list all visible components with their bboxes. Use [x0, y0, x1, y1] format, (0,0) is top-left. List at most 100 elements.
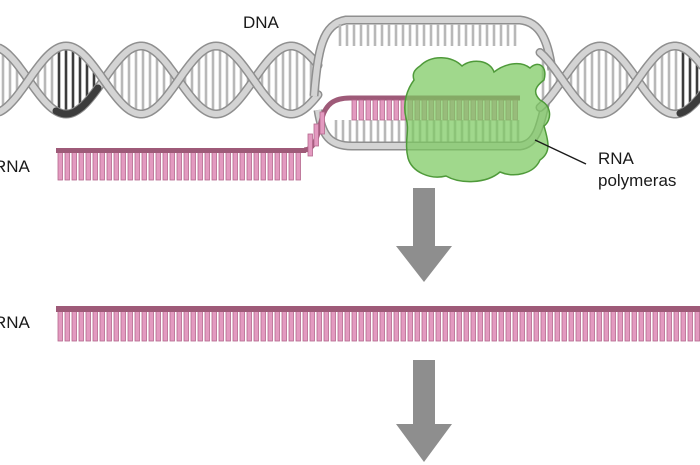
rna-nucleotide: [106, 151, 112, 181]
rna-nucleotide: [435, 310, 441, 342]
rna-nucleotide: [295, 310, 301, 342]
rna-backbone: [56, 148, 306, 153]
rna-nucleotide: [246, 310, 252, 342]
rna-nucleotide: [176, 310, 182, 342]
rna-nucleotide: [414, 310, 420, 342]
rna-nucleotide: [547, 310, 553, 342]
rna-nucleotide: [288, 310, 294, 342]
rna-nucleotide: [344, 310, 350, 342]
dna-backbone: [537, 43, 700, 118]
rna-nucleotide: [386, 310, 392, 342]
rna-nucleotide: [526, 310, 532, 342]
rna-nucleotide: [498, 310, 504, 342]
rna-nucleotide: [484, 310, 490, 342]
rna-nucleotide: [316, 310, 322, 342]
rna-nucleotide: [295, 151, 301, 181]
rna-nucleotide: [141, 310, 147, 342]
rna-nucleotide: [659, 310, 665, 342]
polymerase-label-line2: polymeras: [598, 171, 676, 190]
rna-nucleotide: [246, 151, 252, 181]
rna-nucleotide: [239, 310, 245, 342]
rna-nucleotide: [323, 310, 329, 342]
rna-nucleotide: [519, 310, 525, 342]
rna-nucleotide: [575, 310, 581, 342]
rna-nucleotide: [470, 310, 476, 342]
rna-nucleotide: [113, 151, 119, 181]
rna-nucleotide: [183, 310, 189, 342]
rna-nucleotide: [393, 310, 399, 342]
rna-nucleotide: [512, 310, 518, 342]
rna-nucleotide: [687, 310, 693, 342]
rna-nucleotide: [204, 151, 210, 181]
rna-nucleotide: [127, 151, 133, 181]
rna-nucleotide: [281, 151, 287, 181]
rna-nucleotide: [319, 111, 325, 135]
rna-top-label: RNA: [0, 157, 31, 176]
rna-nucleotide: [463, 310, 469, 342]
rna-nucleotide: [253, 310, 259, 342]
rna-nucleotide: [288, 151, 294, 181]
rna-nucleotide: [302, 310, 308, 342]
rna-nucleotide: [267, 310, 273, 342]
rna-nucleotide: [491, 310, 497, 342]
dna-dark-backbone: [676, 91, 700, 117]
rna-nucleotide: [211, 151, 217, 181]
rna-nucleotide: [337, 310, 343, 342]
rna-nucleotide: [155, 151, 161, 181]
rna-nucleotide: [120, 310, 126, 342]
rna-nucleotide: [358, 99, 364, 121]
rna-nucleotide: [92, 310, 98, 342]
rna-nucleotide: [442, 310, 448, 342]
rna-nucleotide: [351, 310, 357, 342]
rna-nucleotide: [253, 151, 259, 181]
rna-nucleotide: [176, 151, 182, 181]
rna-nucleotide: [540, 310, 546, 342]
rna-nucleotide: [330, 310, 336, 342]
dna-backbone: [311, 17, 555, 97]
rna-nucleotide: [232, 310, 238, 342]
rna-nucleotide: [162, 310, 168, 342]
rna-nucleotide: [218, 310, 224, 342]
rna-nucleotide: [428, 310, 434, 342]
rna-nucleotide: [92, 151, 98, 181]
rna-nucleotide: [85, 151, 91, 181]
rna-nucleotide: [78, 151, 84, 181]
dna-label: DNA: [243, 13, 280, 32]
dna-backbone: [537, 42, 700, 117]
rna-nucleotide: [477, 310, 483, 342]
rna-nucleotide: [134, 310, 140, 342]
rna-nucleotide: [267, 151, 273, 181]
rna-middle-label: RNA: [0, 313, 31, 332]
polymerase-label-leader: [534, 139, 587, 165]
rna-strand-released: [56, 306, 700, 342]
rna-nucleotide: [407, 310, 413, 342]
rna-nucleotide: [456, 310, 462, 342]
down-arrow-1: [396, 188, 452, 282]
rna-nucleotide: [379, 99, 385, 121]
rna-nucleotide: [57, 151, 63, 181]
rna-nucleotide: [449, 310, 455, 342]
rna-nucleotide: [309, 310, 315, 342]
rna-nucleotide: [134, 151, 140, 181]
rna-nucleotide: [190, 310, 196, 342]
rna-nucleotide: [239, 151, 245, 181]
rna-nucleotide: [281, 310, 287, 342]
rna-nucleotide: [99, 151, 105, 181]
rna-nucleotide: [169, 310, 175, 342]
rna-nucleotide: [631, 310, 637, 342]
rna-nucleotide: [617, 310, 623, 342]
rna-nucleotide: [372, 310, 378, 342]
rna-nucleotide: [113, 310, 119, 342]
rna-nucleotide: [652, 310, 658, 342]
rna-nucleotide: [127, 310, 133, 342]
rna-nucleotide: [365, 99, 371, 121]
rna-nucleotide: [274, 310, 280, 342]
rna-nucleotide: [673, 310, 679, 342]
rna-nucleotide: [204, 310, 210, 342]
rna-nucleotide: [421, 310, 427, 342]
rna-nucleotide: [680, 310, 686, 342]
dna-backbone: [0, 43, 321, 118]
rna-nucleotide: [582, 310, 588, 342]
rna-nucleotide: [568, 310, 574, 342]
